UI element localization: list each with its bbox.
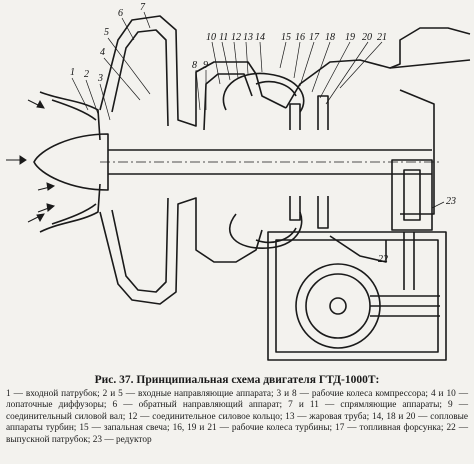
callout-16: 16 (295, 32, 305, 43)
callout-1: 1 (70, 67, 75, 78)
callout-13: 13 (243, 32, 253, 43)
callout-11: 11 (219, 32, 228, 43)
airflow-arrow-upper (27, 99, 45, 109)
compressor-casing-bottom (99, 197, 263, 305)
callout-19: 19 (345, 32, 355, 43)
callout-17: 17 (309, 32, 320, 43)
airflow-arrow-out-lower (37, 203, 56, 213)
airflow-arrow-lower (27, 213, 45, 223)
output-gear (295, 263, 381, 349)
callout-18: 18 (325, 32, 335, 43)
callout-3: 3 (97, 73, 103, 84)
callout-20: 20 (362, 32, 372, 43)
callout-4: 4 (100, 47, 105, 58)
turbine-rotor (289, 103, 301, 221)
callout-23: 23 (446, 196, 456, 207)
inlet-pipe-inner (51, 99, 97, 225)
figure-legend: 1 — входной патрубок; 2 и 5 — входные на… (6, 389, 468, 445)
callout-6: 6 (118, 8, 123, 19)
caption-title: Рис. 37. Принципиальная схема двигателя … (6, 374, 468, 386)
callout-21: 21 (377, 32, 387, 43)
exhaust-duct (389, 59, 471, 215)
callout-12: 12 (231, 32, 241, 43)
callout-9: 9 (203, 60, 208, 71)
turbine-casing (285, 27, 471, 109)
callout-8: 8 (192, 60, 197, 71)
main-shaft (108, 149, 432, 175)
figure-title: Принципиальная схема двигателя ГТД-1000Т… (136, 374, 380, 386)
airflow-arrow-in (6, 155, 27, 165)
callout-7: 7 (140, 2, 146, 13)
callout-2: 2 (84, 69, 89, 80)
callout-15: 15 (281, 32, 291, 43)
callout-22: 22 (378, 254, 388, 265)
callout-14: 14 (255, 32, 265, 43)
inlet-pipe (39, 91, 101, 233)
callout-10: 10 (206, 32, 216, 43)
airflow-arrow-out-upper (37, 182, 56, 191)
figure-caption: Рис. 37. Принципиальная схема двигателя … (6, 374, 468, 446)
gearbox-housing (267, 231, 447, 361)
callout-5: 5 (104, 27, 109, 38)
nose-cone (33, 133, 109, 191)
figure-number: Рис. 37. (94, 374, 134, 386)
gear-train (391, 159, 433, 231)
engine-schematic: 1 2 3 4 5 6 7 8 9 10 11 12 13 14 15 16 1… (6, 2, 471, 361)
